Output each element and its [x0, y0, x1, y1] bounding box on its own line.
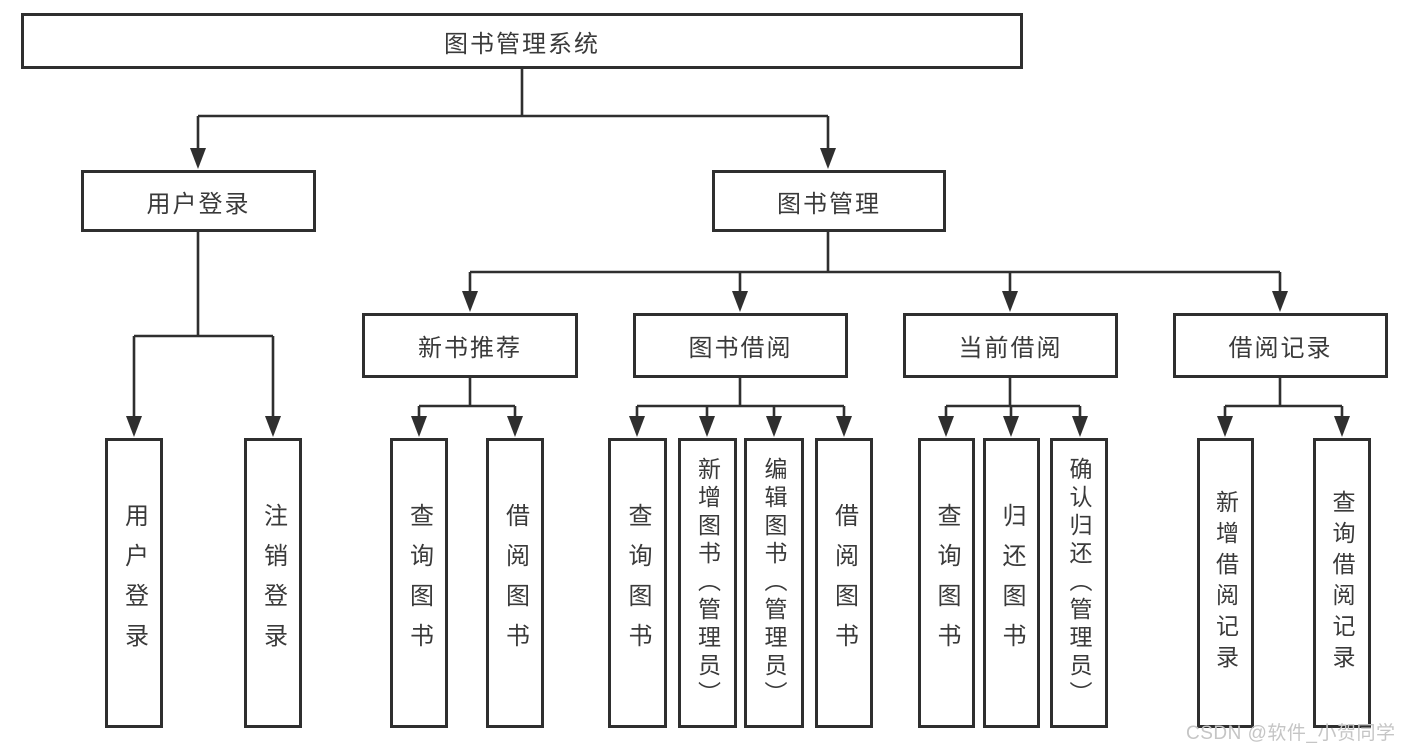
user-login-branch — [126, 232, 281, 437]
node-book-management: 图书管理 — [712, 170, 946, 232]
leaf-label: 查询借阅记录 — [1329, 490, 1355, 676]
leaf-label: 注销登录 — [259, 503, 287, 663]
leaf-recommend-borrow-books: 借阅图书 — [486, 438, 544, 728]
leaf-borrowing-borrow-books: 借阅图书 — [815, 438, 873, 728]
node-borrowing-records: 借阅记录 — [1173, 313, 1388, 378]
arrowhead-icon — [629, 416, 645, 437]
node-book-borrowing: 图书借阅 — [633, 313, 848, 378]
leaf-current-query-books: 查询图书 — [918, 438, 975, 728]
arrowhead-icon — [938, 416, 954, 437]
arrowhead-icon — [1217, 416, 1233, 437]
arrowhead-icon — [265, 416, 281, 437]
leaf-label: 借阅图书 — [830, 503, 858, 663]
leaf-current-return-books: 归还图书 — [983, 438, 1040, 728]
leaf-borrowing-edit-books-admin: 编辑图书（管理员） — [744, 438, 804, 728]
arrowhead-icon — [1272, 291, 1288, 312]
node-library-management-system: 图书管理系统 — [21, 13, 1023, 69]
csdn-watermark: CSDN @软件_小贺同学 — [1186, 723, 1396, 744]
leaf-label: 新增借阅记录 — [1212, 490, 1239, 676]
leaf-user-login: 用户登录 — [105, 438, 163, 728]
arrowhead-icon — [1334, 416, 1350, 437]
leaf-borrowing-query-books: 查询图书 — [608, 438, 667, 728]
current-borrowing-branch — [938, 378, 1088, 437]
arrowhead-icon — [732, 291, 748, 312]
arrowhead-icon — [190, 148, 206, 169]
borrowing-records-branch — [1217, 378, 1350, 437]
arrowhead-icon — [462, 291, 478, 312]
leaf-records-add-borrow-record: 新增借阅记录 — [1197, 438, 1254, 728]
arrowhead-icon — [411, 416, 427, 437]
node-new-book-recommendation: 新书推荐 — [362, 313, 578, 378]
leaf-label: 归还图书 — [998, 503, 1025, 663]
leaf-label: 查询图书 — [624, 503, 651, 663]
leaf-logout: 注销登录 — [244, 438, 302, 728]
leaf-records-query-borrow-record: 查询借阅记录 — [1313, 438, 1371, 728]
trunk-root-branch — [190, 69, 836, 169]
leaf-label: 查询图书 — [405, 503, 433, 663]
leaf-current-confirm-return-admin: 确认归还（管理员） — [1050, 438, 1108, 728]
arrowhead-icon — [836, 416, 852, 437]
arrowhead-icon — [1072, 416, 1088, 437]
arrowhead-icon — [126, 416, 142, 437]
arrowhead-icon — [820, 148, 836, 169]
node-user-login: 用户登录 — [81, 170, 316, 232]
leaf-label: 确认归还（管理员） — [1066, 457, 1092, 709]
arrowhead-icon — [699, 416, 715, 437]
node-current-borrowing: 当前借阅 — [903, 313, 1118, 378]
leaf-recommend-query-books: 查询图书 — [390, 438, 448, 728]
leaf-label: 编辑图书（管理员） — [761, 457, 787, 709]
arrowhead-icon — [1002, 291, 1018, 312]
arrowhead-icon — [507, 416, 523, 437]
leaf-label: 借阅图书 — [501, 503, 529, 663]
new-book-recommendation-branch — [411, 378, 523, 437]
leaf-label: 新增图书（管理员） — [694, 457, 721, 709]
leaf-borrowing-add-books-admin: 新增图书（管理员） — [678, 438, 737, 728]
book-borrowing-branch — [629, 378, 852, 437]
arrowhead-icon — [1003, 416, 1019, 437]
leaf-label: 查询图书 — [933, 503, 960, 663]
leaf-label: 用户登录 — [120, 503, 148, 663]
arrowhead-icon — [766, 416, 782, 437]
book-management-branch — [462, 232, 1288, 312]
